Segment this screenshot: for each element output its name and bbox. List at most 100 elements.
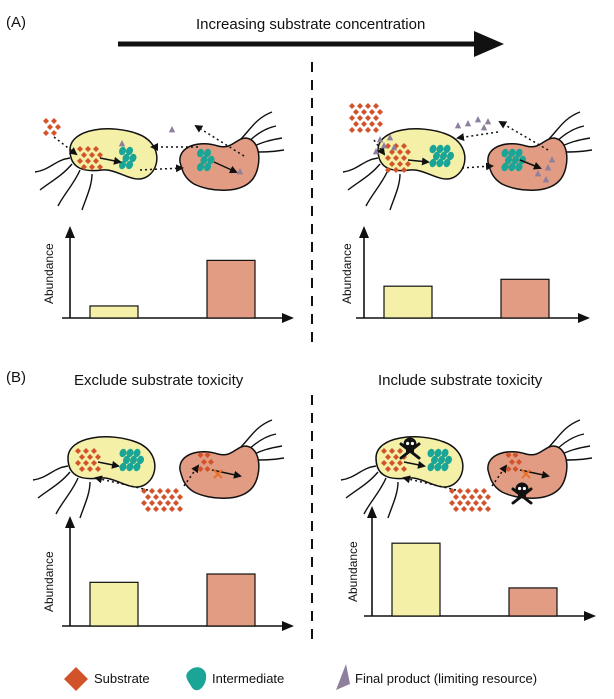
- intermediate-blob: [444, 455, 453, 465]
- dotted-flux-arrow: [139, 164, 184, 173]
- skull-head: [403, 437, 417, 451]
- dotted-flux-arrow: [402, 475, 457, 491]
- substrate-diamond: [89, 164, 95, 170]
- substrate-diamond: [89, 152, 95, 158]
- substrate-diamond: [169, 494, 175, 500]
- skull-eye: [410, 441, 414, 446]
- substrate-diamond: [505, 466, 512, 472]
- intermediate-blob-icon: [186, 667, 207, 691]
- panel-b-left-title: Exclude substrate toxicity: [74, 372, 244, 389]
- substrate-diamond: [357, 103, 363, 109]
- flagellum: [387, 481, 399, 519]
- intermediate-blob: [446, 151, 455, 161]
- substrate-diamond: [93, 146, 99, 152]
- substrate-diamond: [145, 506, 151, 512]
- substrate-diamond: [373, 115, 379, 121]
- flagellum: [57, 169, 81, 207]
- substrate-diamond: [401, 466, 407, 472]
- substrate-diamond: [405, 161, 411, 167]
- final-product-triangle: [534, 170, 542, 177]
- substrate-diamond: [357, 115, 363, 121]
- dotted-flux-arrow: [456, 131, 499, 142]
- substrate-diamond-icon: [64, 667, 88, 691]
- flagellum: [34, 157, 71, 173]
- flagellum: [342, 157, 379, 173]
- substrate-diamond: [87, 454, 93, 460]
- flagellum: [81, 173, 93, 211]
- intermediate-blob: [126, 462, 134, 472]
- conversion-arrow: [403, 460, 426, 469]
- intermediate-blob: [196, 162, 205, 172]
- substrate-diamond: [449, 500, 455, 506]
- flagellum: [55, 477, 79, 515]
- substrate-diamond: [393, 155, 399, 161]
- skull-eye: [406, 441, 410, 446]
- substrate-diamond: [357, 127, 363, 133]
- flagellum: [340, 465, 377, 481]
- substrate-diamond: [349, 127, 355, 133]
- final-product-triangle: [376, 136, 384, 143]
- substrate-diamond: [79, 454, 85, 460]
- bar-species-a: [391, 542, 441, 617]
- substrate-diamond: [377, 121, 383, 127]
- panel-b-left-ylabel: Abundance: [42, 551, 56, 612]
- substrate-diamond: [85, 158, 91, 164]
- substrate-diamond: [469, 494, 475, 500]
- substrate-diamond: [47, 124, 53, 130]
- substrate-diamond: [512, 452, 519, 458]
- intermediate-blob: [133, 448, 141, 458]
- intermediate-blob: [129, 455, 138, 465]
- substrate-diamond: [91, 448, 97, 454]
- flagellum: [32, 465, 69, 481]
- skull-jaw: [406, 448, 414, 452]
- flagellum: [239, 111, 273, 141]
- intermediate-blob: [207, 155, 215, 165]
- substrate-diamond: [365, 103, 371, 109]
- final-product-triangle: [168, 126, 176, 133]
- substrate-diamond: [149, 488, 155, 494]
- final-product-triangle: [548, 156, 556, 163]
- substrate-diamond: [512, 466, 519, 472]
- substrate-diamond: [79, 466, 85, 472]
- skull-eye: [522, 486, 527, 491]
- substrate-diamond: [77, 158, 83, 164]
- substrate-diamond: [401, 155, 407, 161]
- intermediate-blob: [439, 151, 448, 161]
- toxicity-skull-icon: [399, 437, 421, 460]
- substrate-diamond: [389, 460, 395, 466]
- substrate-diamond: [509, 459, 515, 465]
- substrate-diamond: [397, 161, 403, 167]
- intermediate-blob: [126, 448, 134, 458]
- substrate-diamond: [197, 466, 204, 472]
- substrate-diamond: [385, 155, 391, 161]
- substrate-diamond: [161, 494, 167, 500]
- substrate-diamond: [361, 109, 367, 115]
- bar-species-b: [508, 587, 558, 617]
- flagellum: [79, 481, 91, 519]
- skull-eye: [518, 486, 522, 491]
- intermediate-blob: [427, 448, 435, 458]
- panel-b-right-scene: [340, 419, 593, 519]
- substrate-diamond: [385, 454, 391, 460]
- substrate-diamond: [141, 500, 147, 506]
- substrate-diamond: [369, 121, 375, 127]
- substrate-diamond: [369, 109, 375, 115]
- legend-final-product-label: Final product (limiting resource): [355, 671, 538, 686]
- substrate-diamond: [505, 452, 512, 458]
- substrate-diamond: [177, 494, 183, 500]
- intermediate-blob: [427, 462, 435, 472]
- substrate-diamond: [75, 448, 81, 454]
- final-product-triangle: [542, 176, 550, 183]
- flagellum: [365, 169, 389, 207]
- intermediate-blob: [429, 144, 437, 154]
- dotted-flux-arrow: [461, 162, 494, 171]
- cell-b-body: [487, 137, 568, 191]
- final-product-triangle: [480, 124, 488, 131]
- intermediate-blob: [443, 144, 451, 154]
- flagellum: [389, 173, 401, 211]
- flagellum: [547, 111, 581, 141]
- substrate-diamond: [465, 500, 471, 506]
- concentration-arrow-head: [474, 31, 504, 57]
- substrate-diamond: [85, 146, 91, 152]
- substrate-diamond: [204, 452, 211, 458]
